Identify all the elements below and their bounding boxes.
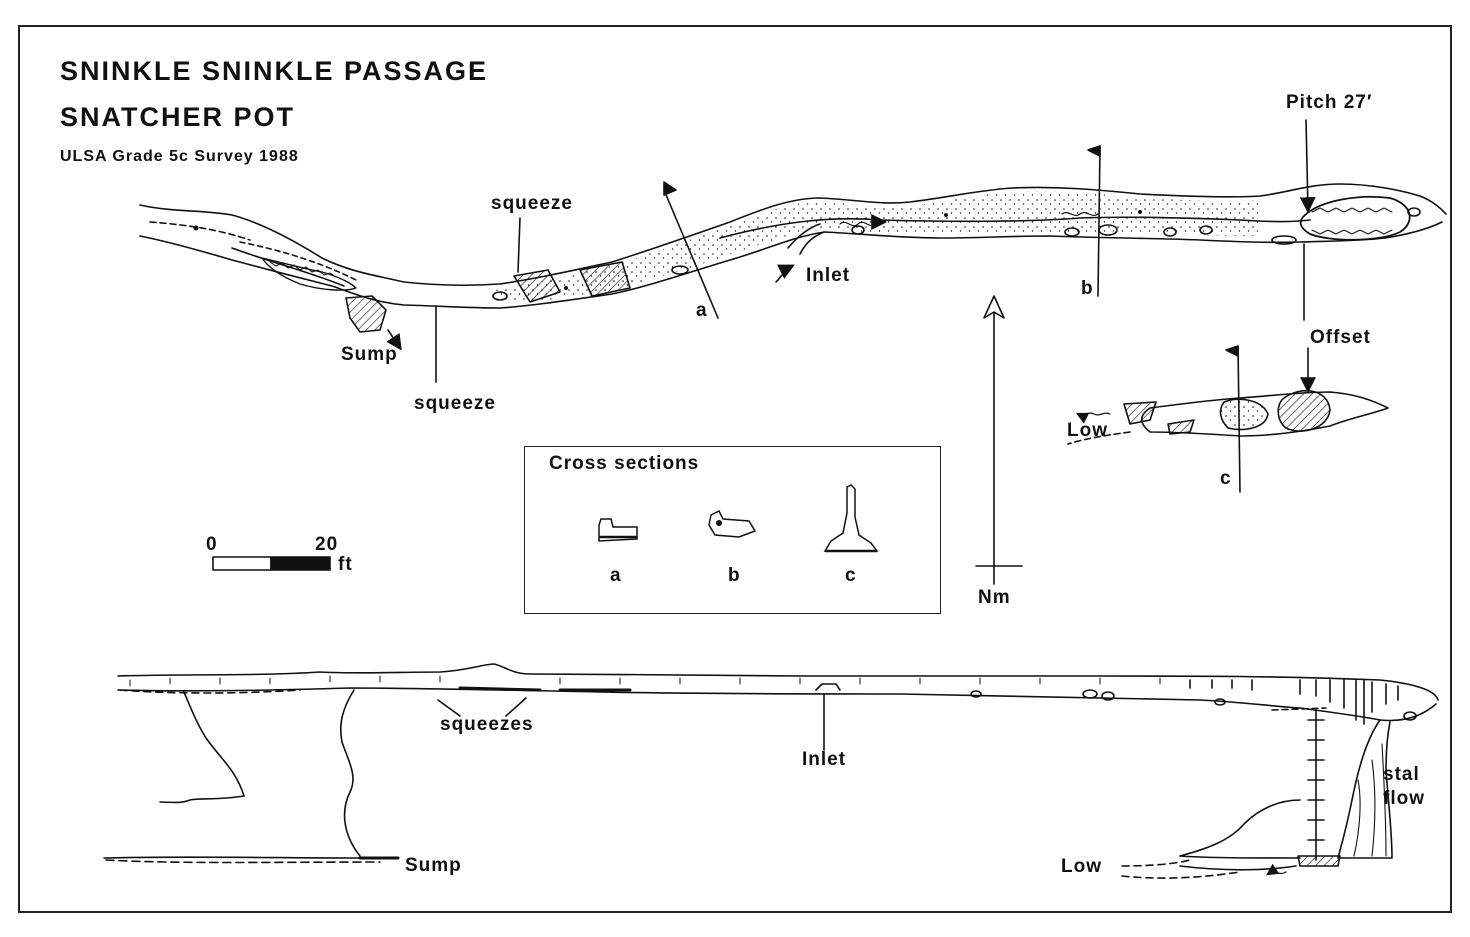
cross-section-c — [823, 484, 879, 553]
low-label-plan: Low — [1067, 420, 1108, 441]
scale-bar — [212, 556, 331, 571]
section-line-a — [663, 181, 719, 319]
section-a-label: a — [696, 300, 708, 321]
sump-label-plan: Sump — [341, 344, 398, 365]
scale-end-label: 20 — [315, 534, 339, 555]
cross-section-a-label: a — [610, 565, 622, 586]
cross-section-b — [708, 509, 757, 538]
elevation-profile — [103, 663, 1439, 879]
plan-passage — [139, 183, 1447, 351]
cross-section-profiles — [598, 484, 879, 553]
sump-label-elevation: Sump — [405, 855, 462, 876]
offset-label: Offset — [1310, 327, 1371, 348]
pitch-label: Pitch 27′ — [1286, 92, 1373, 113]
squeeze-upper-leader — [517, 217, 521, 273]
map-subtitle: ULSA Grade 5c Survey 1988 — [60, 148, 299, 165]
north-label: Nm — [978, 587, 1011, 608]
inlet-label-elevation: Inlet — [802, 749, 847, 770]
scale-start-label: 0 — [206, 534, 218, 555]
cross-section-a — [598, 518, 638, 542]
squeezes-label: squeezes — [440, 714, 534, 735]
cross-sections-title: Cross sections — [549, 453, 700, 474]
squeeze-label-upper: squeeze — [491, 193, 573, 214]
map-frame — [18, 25, 1452, 913]
pitch-arrow — [1299, 119, 1316, 214]
section-c-label: c — [1220, 468, 1232, 489]
stal-flow-label-line1: stal — [1383, 764, 1420, 785]
cross-sections-box: Cross sections a b c — [524, 446, 941, 614]
cross-section-c-label: c — [845, 565, 857, 586]
map-title-line2: SNATCHER POT — [60, 102, 296, 132]
low-label-elevation: Low — [1061, 856, 1102, 877]
north-arrow — [975, 295, 1023, 585]
section-b-label: b — [1081, 278, 1094, 299]
scale-unit-label: ft — [338, 554, 353, 575]
inlet-label-plan: Inlet — [806, 265, 851, 286]
map-title-line1: SNINKLE SNINKLE PASSAGE — [60, 56, 489, 86]
offset-passage — [1067, 345, 1389, 493]
cross-section-b-label: b — [728, 565, 741, 586]
section-line-b — [1087, 145, 1101, 297]
squeeze-label-lower: squeeze — [414, 393, 496, 414]
stal-flow-label-line2: flow — [1383, 788, 1425, 809]
